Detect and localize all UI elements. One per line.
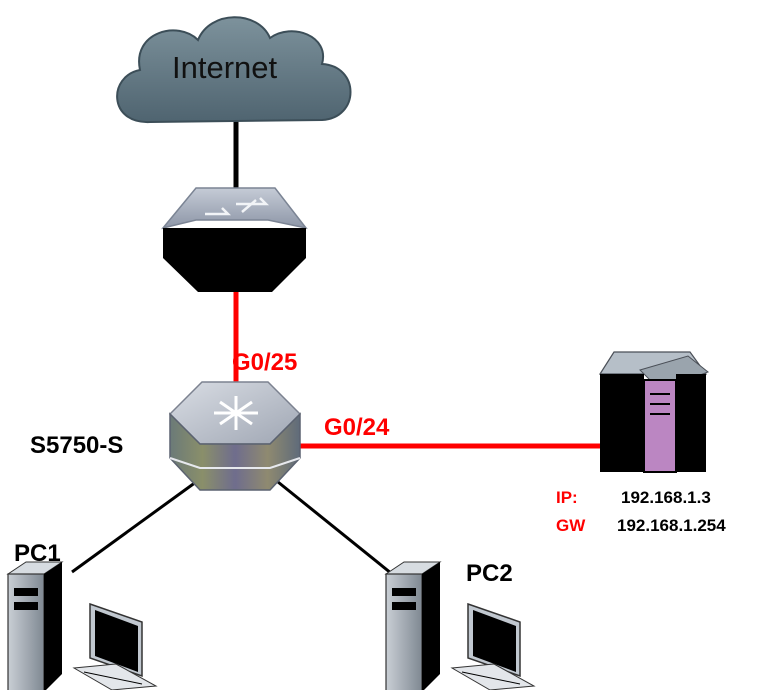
switch-icon xyxy=(168,381,302,491)
uplink-port-label: G0/25 xyxy=(232,349,298,376)
router-icon xyxy=(160,187,308,292)
desktop-pc-icon xyxy=(384,561,536,693)
server-gw-key: GW xyxy=(556,516,586,535)
server-ip-key: IP: xyxy=(556,488,578,507)
switch-name-label: S5750-S xyxy=(30,432,124,459)
pc1-label: PC1 xyxy=(14,540,61,567)
cloud-icon xyxy=(116,16,352,124)
server-icon xyxy=(598,351,709,473)
pc2-label: PC2 xyxy=(466,560,513,587)
desktop-pc-icon xyxy=(6,561,158,693)
server-gw-value: 192.168.1.254 xyxy=(617,516,726,535)
server-port-label: G0/24 xyxy=(324,414,390,441)
server-ip-value: 192.168.1.3 xyxy=(621,488,711,507)
switch-pc1-link xyxy=(71,480,197,574)
internet-cloud-label: Internet xyxy=(172,50,278,85)
